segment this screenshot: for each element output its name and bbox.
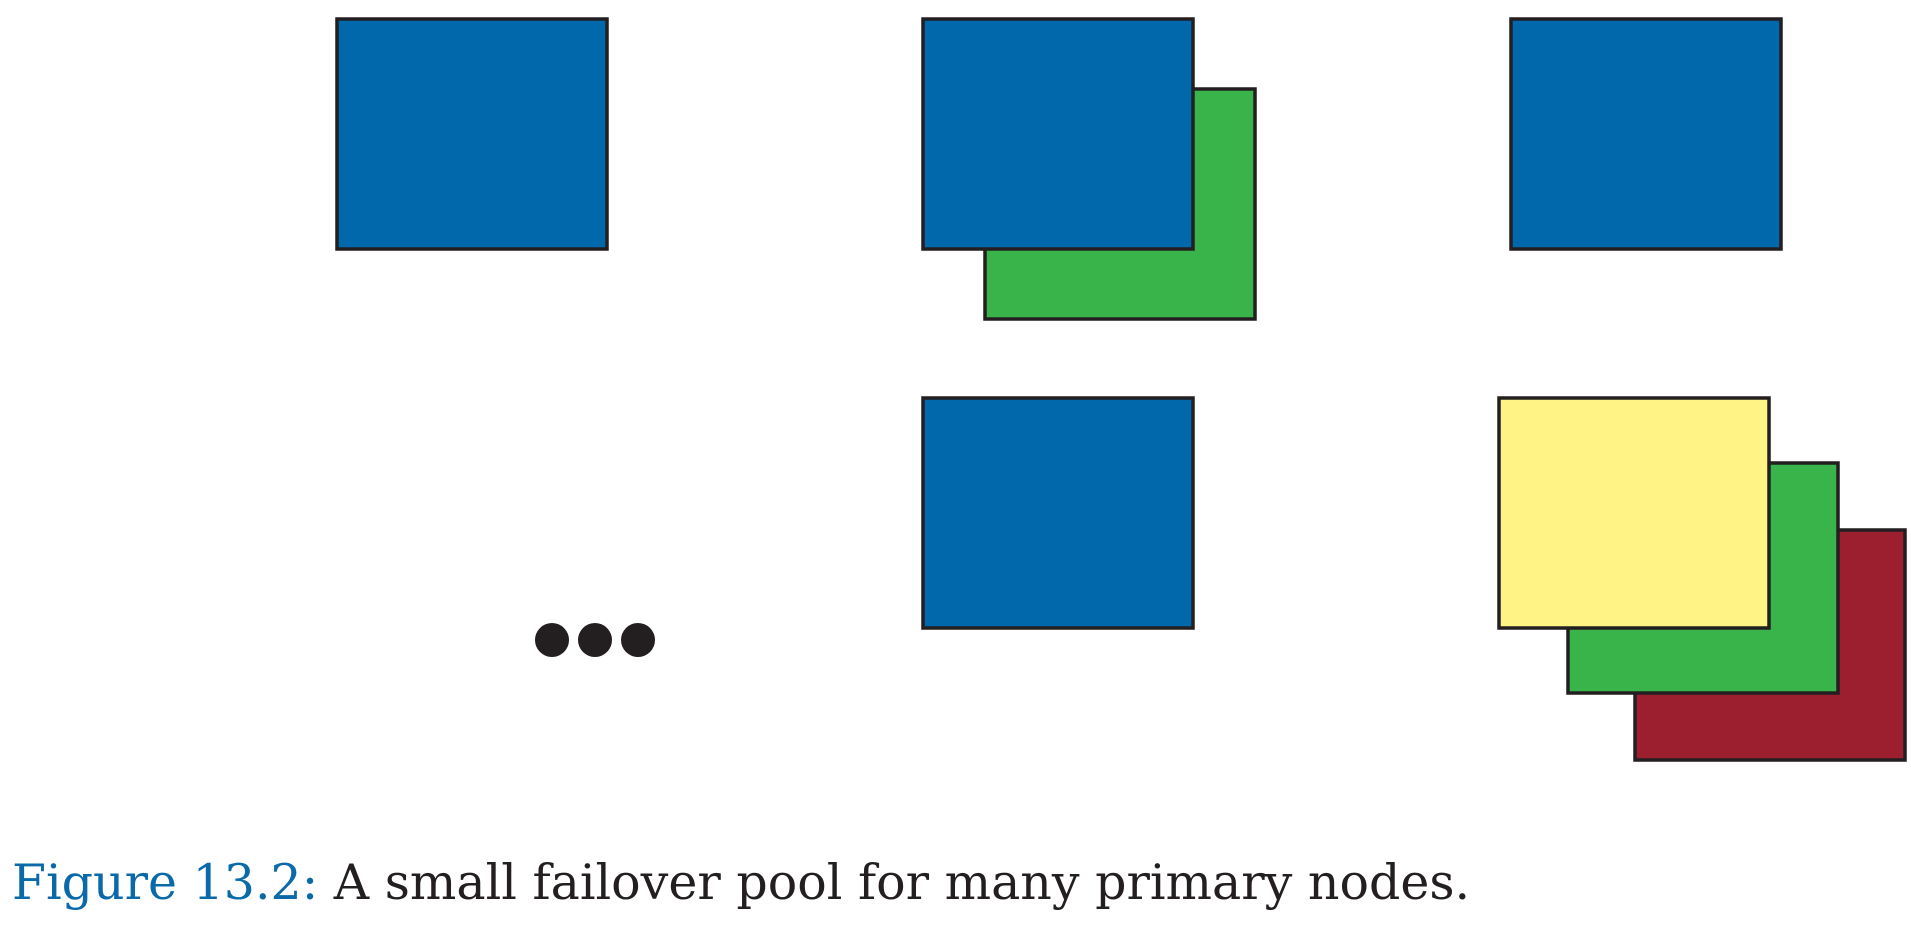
figure-caption: Figure 13.2: A small failover pool for m…: [12, 858, 1470, 907]
failover-node-yellow: [1497, 396, 1771, 630]
primary-node-top-right: [1509, 17, 1783, 251]
ellipsis-dot: [578, 623, 612, 657]
primary-node-bottom-middle: [921, 396, 1195, 630]
ellipsis-dot: [535, 623, 569, 657]
figure-caption-text: A small failover pool for many primary n…: [333, 854, 1471, 911]
ellipsis-dot: [621, 623, 655, 657]
ellipsis-icon: [535, 623, 655, 657]
primary-node-top-middle: [921, 17, 1195, 251]
figure-label: Figure 13.2:: [12, 854, 319, 911]
primary-node-top-left: [335, 17, 609, 251]
